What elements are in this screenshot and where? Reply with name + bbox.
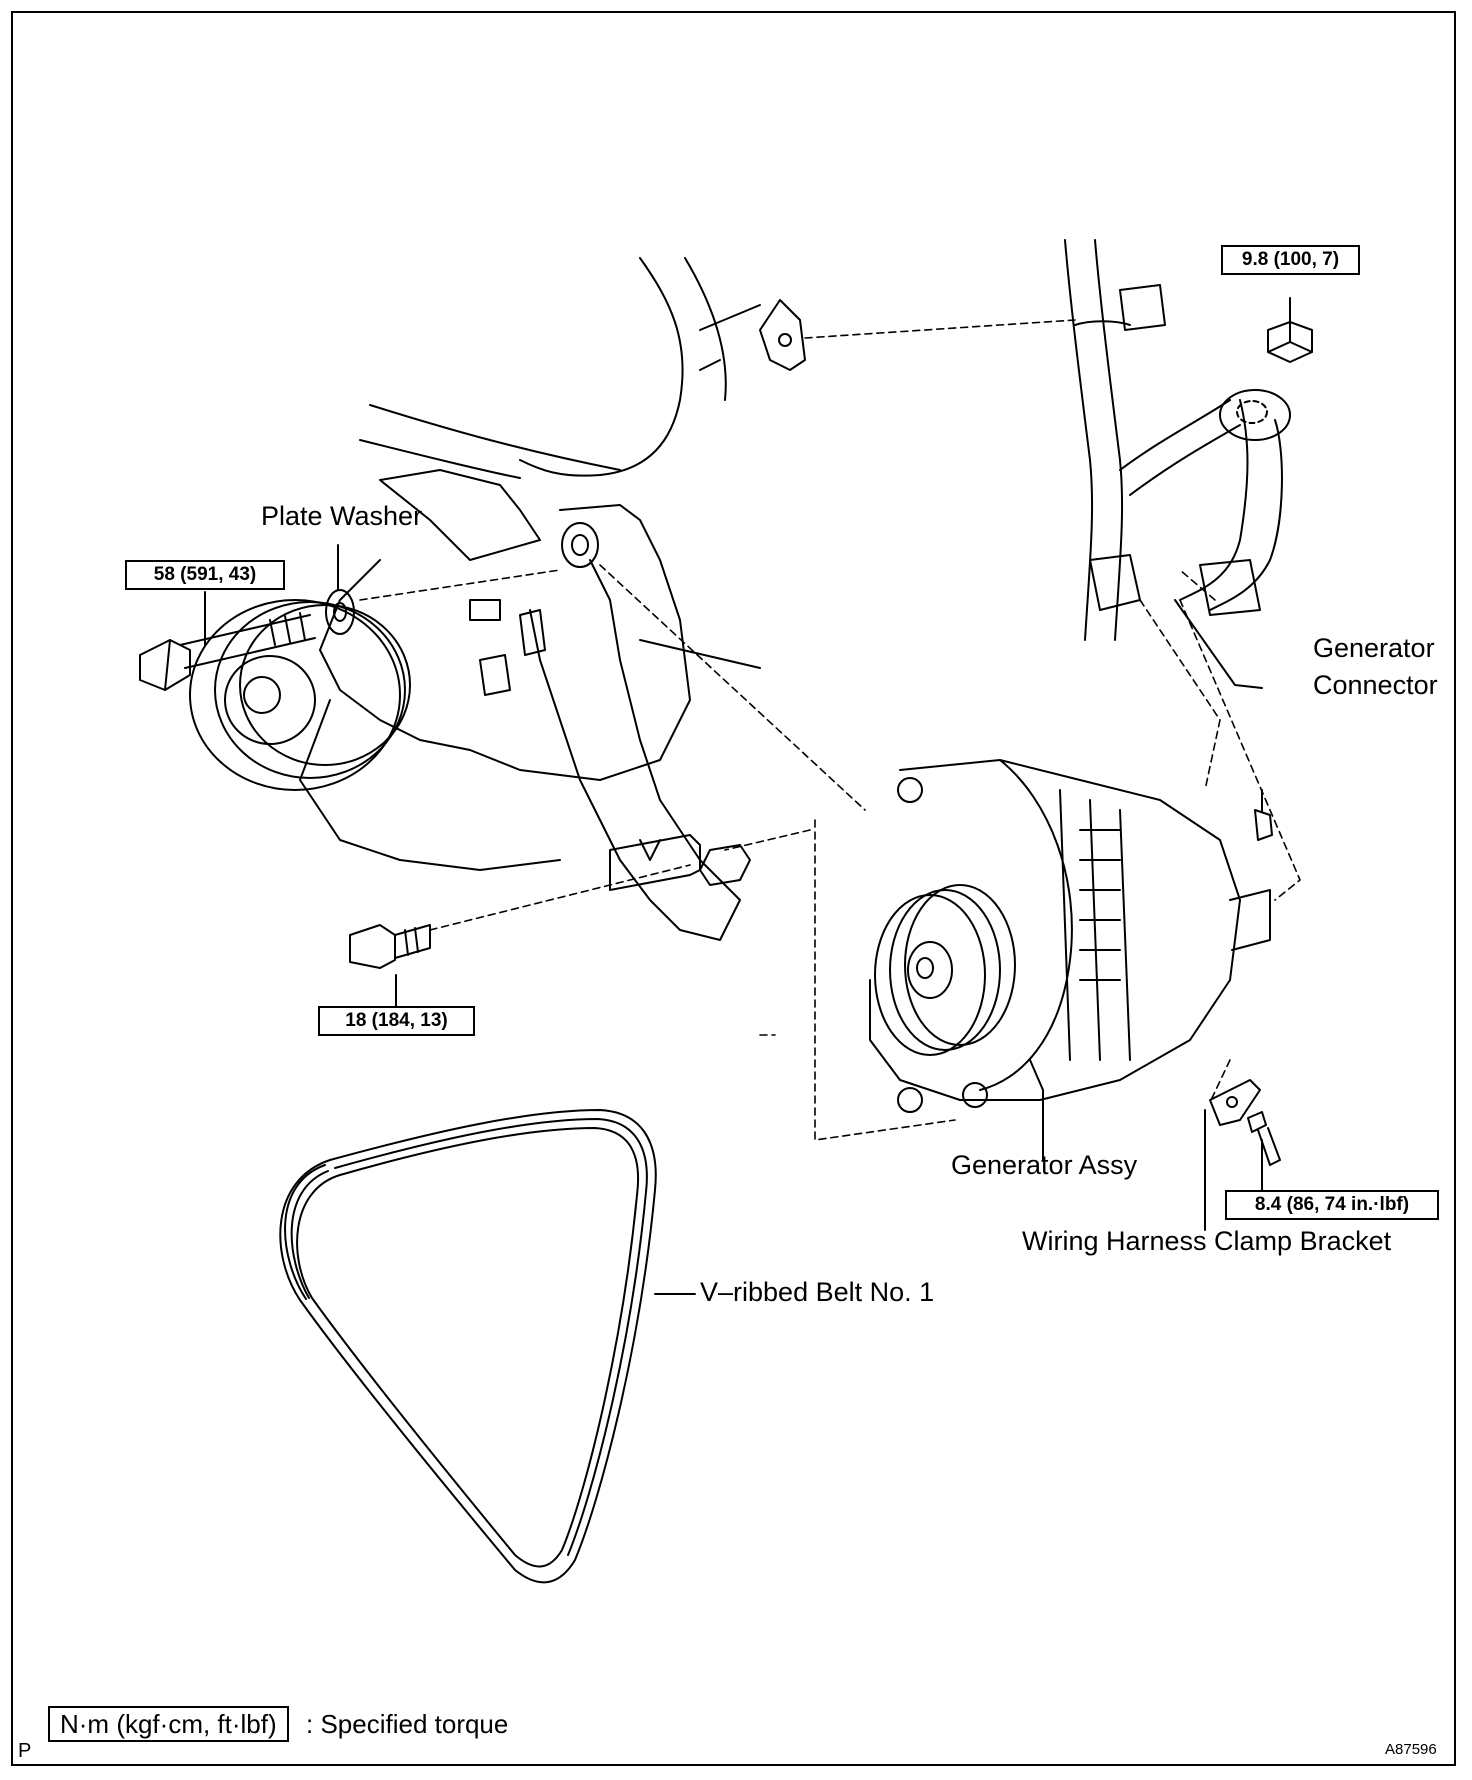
figure-frame bbox=[11, 11, 1456, 1766]
torque-adjusting-bolt: 18 (184, 13) bbox=[318, 1006, 475, 1036]
generator-connector-label-line1: Generator bbox=[1313, 633, 1435, 663]
terminal-nut bbox=[1267, 321, 1313, 363]
leader-lines bbox=[204, 297, 1291, 1295]
crank-pulley bbox=[189, 599, 411, 791]
torque-unit-legend-text: : Specified torque bbox=[306, 1709, 509, 1739]
engine-block bbox=[299, 257, 806, 941]
v-ribbed-belt bbox=[279, 1109, 657, 1584]
assembly-lines bbox=[359, 319, 1301, 1141]
generator-connector-label-line2: Connector bbox=[1313, 670, 1438, 700]
generator-assy-label: Generator Assy bbox=[951, 1150, 1138, 1180]
v-ribbed-belt-label: V–ribbed Belt No. 1 bbox=[700, 1277, 935, 1307]
wiring-harness-clamp-bracket-label: Wiring Harness Clamp Bracket bbox=[1022, 1226, 1392, 1256]
figure-id: A87596 bbox=[1385, 1741, 1437, 1758]
torque-clamp-bracket-bolt: 8.4 (86, 74 in.·lbf) bbox=[1225, 1190, 1439, 1220]
plate-washer-label: Plate Washer bbox=[261, 501, 423, 531]
wiring-harness bbox=[1064, 239, 1291, 641]
torque-terminal-nut: 9.8 (100, 7) bbox=[1221, 245, 1360, 275]
torque-unit-legend-box: N·m (kgf·cm, ft·lbf) bbox=[48, 1706, 289, 1742]
adjusting-bolt bbox=[349, 834, 751, 969]
generator-assy bbox=[869, 759, 1273, 1113]
clamp-bracket bbox=[1209, 1079, 1281, 1166]
pivot-bolt bbox=[139, 589, 355, 691]
corner-mark: P bbox=[18, 1740, 32, 1762]
torque-pivot-bolt: 58 (591, 43) bbox=[125, 560, 285, 590]
